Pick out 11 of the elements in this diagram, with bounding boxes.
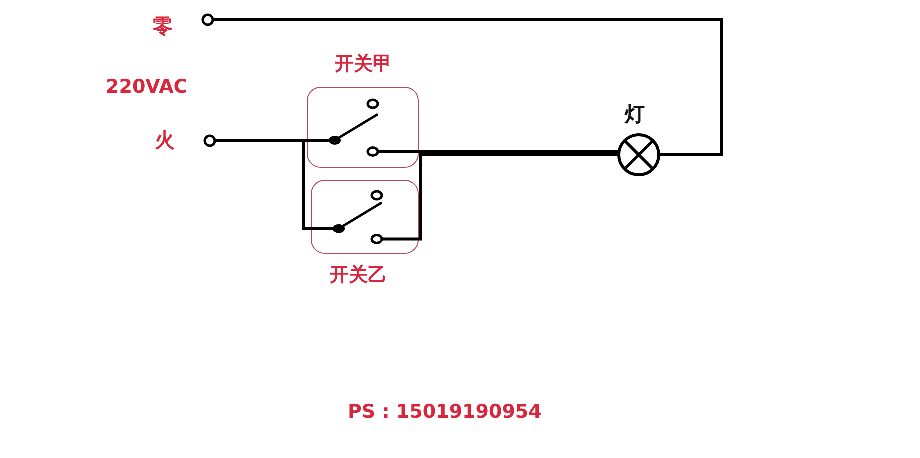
switch-label: 开关乙 <box>330 266 387 285</box>
lamp-label: 灯 <box>625 104 645 124</box>
voltage-label: 220VAC <box>106 78 188 97</box>
terminal-label: 零 <box>153 16 173 36</box>
wire <box>215 140 311 230</box>
switch-label: 开关甲 <box>335 55 392 74</box>
wire <box>418 154 619 241</box>
note-text: PS : 15019190954 <box>348 403 542 422</box>
wire <box>419 150 619 154</box>
terminal-label: 火 <box>155 130 175 150</box>
wire <box>213 18 724 156</box>
